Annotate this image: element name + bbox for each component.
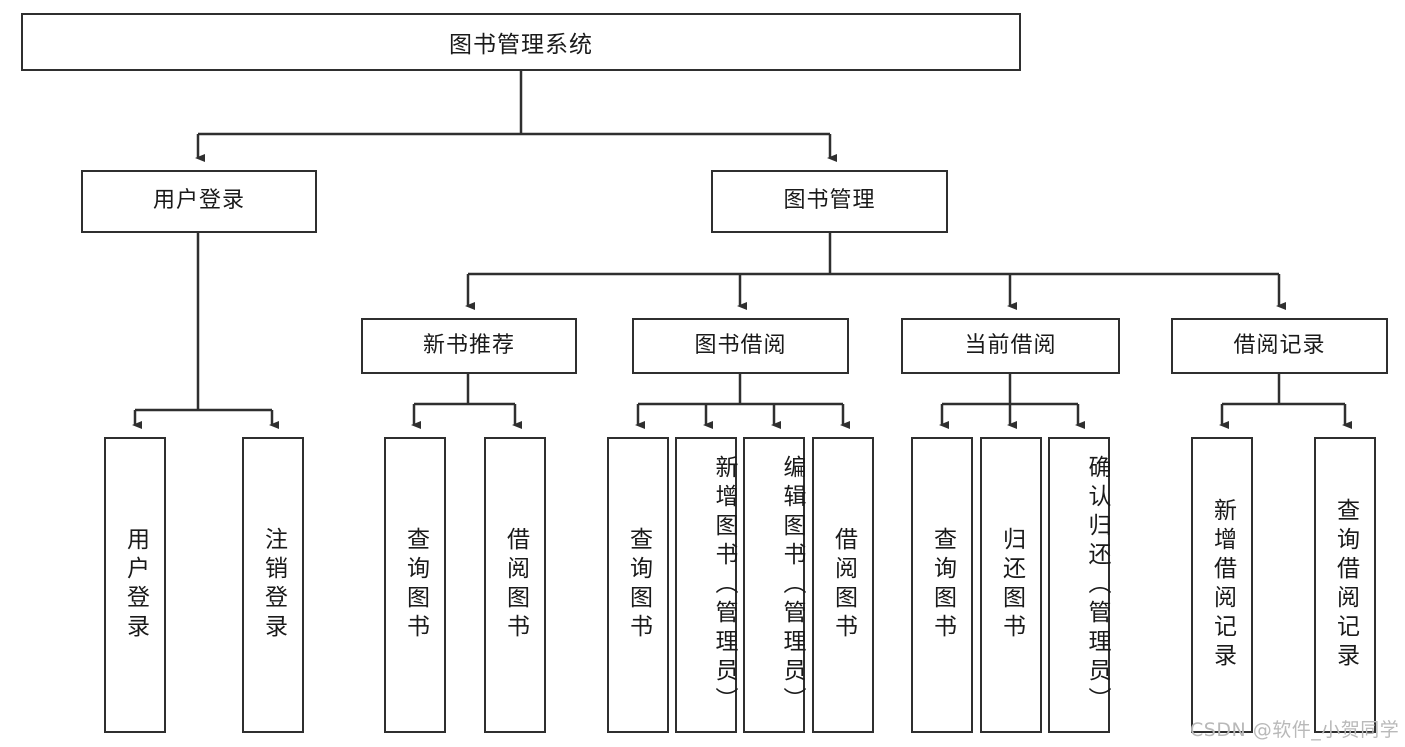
leaf-borrow-record-add-record[interactable]: 新增借阅记录 bbox=[1191, 437, 1253, 733]
node-root-book-management-system[interactable]: 图书管理系统 bbox=[21, 13, 1021, 71]
node-label: 查询图书 bbox=[402, 527, 429, 643]
leaf-book-borrow-query-book[interactable]: 查询图书 bbox=[607, 437, 669, 733]
node-label: 新增借阅记录 bbox=[1209, 498, 1236, 672]
node-new-book-recommend[interactable]: 新书推荐 bbox=[361, 318, 577, 374]
node-label: 用户登录 bbox=[122, 527, 149, 643]
leaf-new-book-query-book[interactable]: 查询图书 bbox=[384, 437, 446, 733]
node-label: 查询图书 bbox=[929, 527, 956, 643]
node-label: 借阅记录 bbox=[1233, 332, 1326, 358]
node-label: 图书借阅 bbox=[694, 332, 787, 358]
node-label: 确认归还（管理员） bbox=[1084, 454, 1110, 716]
node-label: 借阅图书 bbox=[502, 527, 529, 643]
node-label: 查询图书 bbox=[625, 527, 652, 643]
csdn-watermark: CSDN @软件_小贺同学 bbox=[1190, 719, 1400, 741]
node-user-login[interactable]: 用户登录 bbox=[81, 170, 317, 233]
node-label: 新增图书（管理员） bbox=[711, 454, 737, 716]
node-book-management[interactable]: 图书管理 bbox=[711, 170, 948, 233]
node-label: 用户登录 bbox=[152, 188, 245, 214]
leaf-book-borrow-add-book-admin[interactable]: 新增图书（管理员） bbox=[675, 437, 737, 733]
leaf-user-login-login[interactable]: 用户登录 bbox=[104, 437, 166, 733]
leaf-new-book-borrow-book[interactable]: 借阅图书 bbox=[484, 437, 546, 733]
node-label: 注销登录 bbox=[260, 527, 287, 643]
leaf-book-borrow-borrow-book[interactable]: 借阅图书 bbox=[812, 437, 874, 733]
leaf-borrow-record-query-record[interactable]: 查询借阅记录 bbox=[1314, 437, 1376, 733]
node-label: 当前借阅 bbox=[964, 332, 1057, 358]
node-label: 编辑图书（管理员） bbox=[779, 454, 805, 716]
node-label: 新书推荐 bbox=[422, 332, 515, 358]
node-label: 归还图书 bbox=[998, 527, 1025, 643]
leaf-user-login-logout[interactable]: 注销登录 bbox=[242, 437, 304, 733]
node-current-borrow[interactable]: 当前借阅 bbox=[901, 318, 1120, 374]
node-label: 图书管理 bbox=[783, 188, 876, 214]
node-book-borrow[interactable]: 图书借阅 bbox=[632, 318, 849, 374]
leaf-current-borrow-confirm-return-admin[interactable]: 确认归还（管理员） bbox=[1048, 437, 1110, 733]
node-label: 借阅图书 bbox=[830, 527, 857, 643]
leaf-current-borrow-return-book[interactable]: 归还图书 bbox=[980, 437, 1042, 733]
node-borrow-record[interactable]: 借阅记录 bbox=[1171, 318, 1388, 374]
node-label: 查询借阅记录 bbox=[1332, 498, 1359, 672]
leaf-book-borrow-edit-book-admin[interactable]: 编辑图书（管理员） bbox=[743, 437, 805, 733]
leaf-current-borrow-query-book[interactable]: 查询图书 bbox=[911, 437, 973, 733]
node-label: 图书管理系统 bbox=[449, 32, 593, 58]
